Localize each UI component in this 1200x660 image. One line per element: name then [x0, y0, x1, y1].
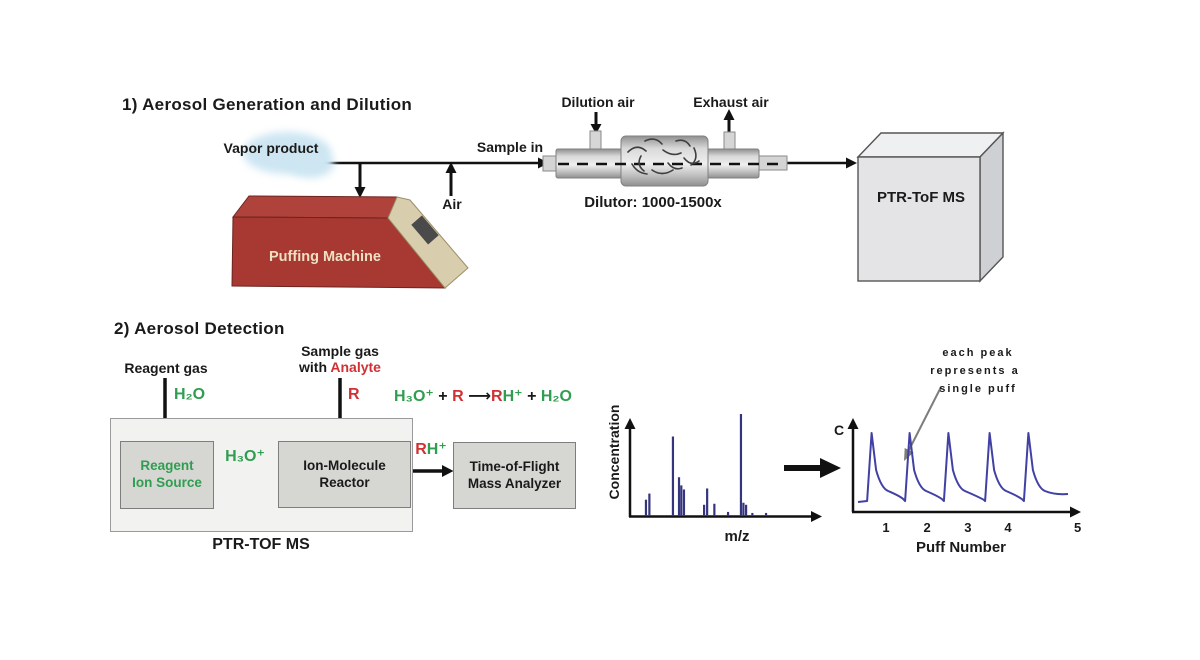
puffing-machine-label: Puffing Machine: [269, 249, 381, 265]
rh-flow-label: RH⁺: [415, 439, 447, 459]
x-tick-label: 4: [1004, 520, 1012, 535]
dilution-air-label: Dilution air: [561, 94, 635, 110]
h3o-flow-label: H₃O⁺: [225, 448, 265, 465]
analyte-text: Analyte: [330, 359, 381, 375]
dilutor-label: Dilutor: 1000-1500x: [584, 194, 722, 211]
x-tick-label: 5: [1073, 520, 1082, 535]
rh-label-r: R: [415, 441, 427, 458]
puffing-machine-shape: [231, 195, 469, 289]
puff-trace: [857, 432, 1069, 503]
machine-screen: [411, 215, 439, 245]
sample-in-label: Sample in: [476, 139, 544, 155]
ptr-tof-ms-label: PTR-TOF MS: [212, 536, 310, 553]
reagent-ion-source-box: Reagent Ion Source: [120, 441, 214, 509]
reagent-ion-source-line2: Ion Source: [132, 475, 202, 490]
annotation-line3: single puff: [939, 383, 1017, 395]
x-tick-label: 3: [964, 520, 972, 535]
sample-gas-label-line2: with Analyte: [299, 359, 381, 375]
annotation-line2: represents a: [930, 365, 1020, 377]
reagent-ion-source-line1: Reagent: [140, 458, 194, 474]
annotation-arrow: [904, 386, 942, 461]
annotation-line1: each peak: [942, 347, 1014, 359]
puff-y-axis-label: C: [834, 422, 845, 438]
r-inlet-label: R: [348, 386, 360, 403]
ion-molecule-reactor-box: Ion-Molecule Reactor: [278, 441, 411, 508]
formula-arrow: ⟶: [468, 388, 492, 405]
formula-rh-h: H⁺: [502, 388, 523, 405]
tof-mass-analyzer-box: Time-of-Flight Mass Analyzer: [453, 442, 576, 509]
ion-molecule-line2: Reactor: [319, 474, 370, 490]
tof-line2: Mass Analyzer: [467, 475, 562, 491]
formula-h2o: H₂O: [540, 388, 572, 405]
section1-heading: 1) Aerosol Generation and Dilution: [122, 95, 413, 114]
vapor-product-label: Vapor product: [223, 140, 319, 156]
ion-molecule-line1: Ion-Molecule: [303, 457, 386, 473]
puff-x-axis-label: Puff Number: [916, 539, 1006, 556]
formula-r: R: [452, 388, 464, 405]
with-text: with: [299, 359, 328, 375]
x-tick-label: 1: [882, 520, 890, 535]
section2-heading: 2) Aerosol Detection: [114, 319, 285, 338]
vapor-cloud-small: [288, 150, 334, 178]
air-label: Air: [442, 196, 462, 212]
ptr-tof-cube-label: PTR-ToF MS: [877, 189, 966, 206]
reaction-formula: H₃O⁺ + R ⟶RH⁺ + H₂O: [394, 386, 572, 406]
puff-chart-axes: [847, 418, 1081, 518]
mz-x-axis-label: m/z: [724, 528, 750, 545]
exhaust-air-label: Exhaust air: [693, 94, 769, 110]
sample-gas-label-line1: Sample gas: [301, 343, 379, 359]
formula-plus1: +: [438, 388, 448, 405]
formula-plus2: +: [527, 388, 537, 405]
dilutor-device: [542, 130, 788, 187]
rh-label-h: H⁺: [426, 441, 447, 458]
tof-line1: Time-of-Flight: [469, 458, 560, 474]
puff-profile-curve: [857, 432, 1069, 503]
mz-y-axis-label: Concentration: [606, 404, 622, 500]
x-tick-label: 2: [923, 520, 931, 535]
formula-rh-r: R: [491, 388, 503, 405]
mz-spectrum-sticks: [644, 414, 768, 516]
turbulence-swirls: [627, 138, 700, 175]
reagent-gas-label: Reagent gas: [124, 360, 208, 376]
flow-lines-section1: [322, 109, 857, 198]
mz-chart-axes: [624, 418, 822, 522]
ptr-tof-cube-shape: [856, 131, 1005, 283]
formula-h3o: H₃O⁺: [394, 388, 434, 405]
h2o-inlet-label: H₂O: [174, 386, 206, 403]
